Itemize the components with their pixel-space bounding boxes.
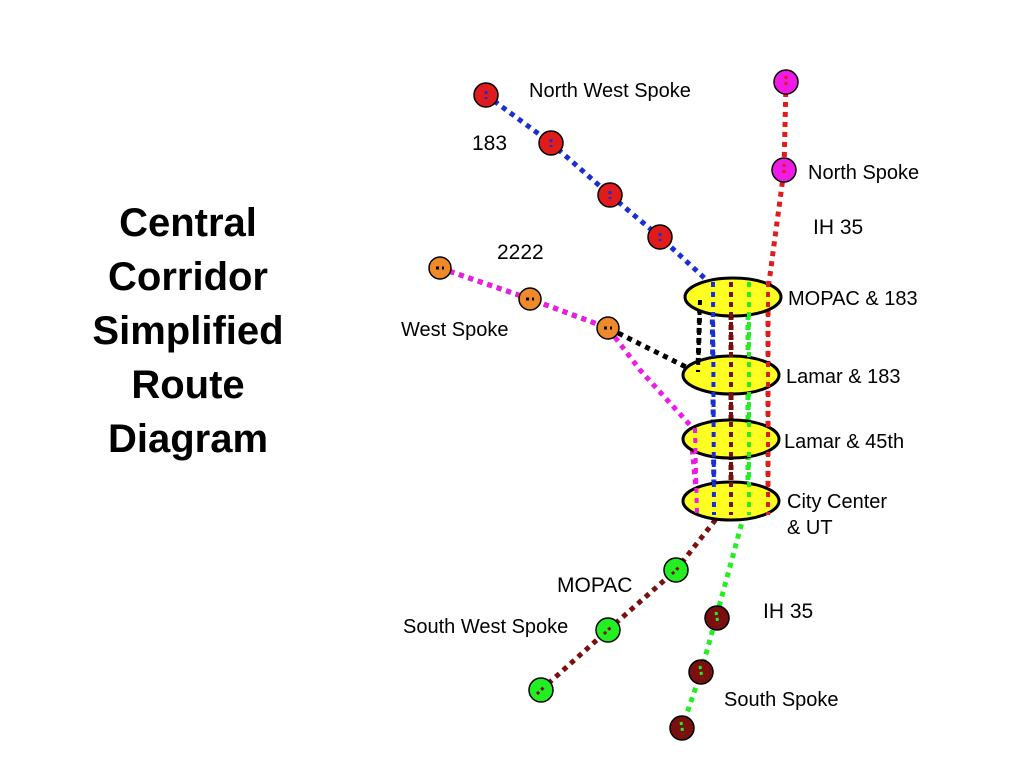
title-line: Diagram bbox=[107, 417, 269, 461]
station-west-2[interactable] bbox=[518, 287, 542, 311]
hub-label-mopac-183: MOPAC & 183 bbox=[788, 288, 918, 310]
line-northwest-blue bbox=[484, 92, 717, 501]
station-southwest-2[interactable] bbox=[595, 617, 621, 643]
title-line: Route bbox=[131, 363, 245, 407]
line-west-magenta bbox=[439, 265, 700, 501]
station-northwest-1[interactable] bbox=[473, 82, 499, 108]
station-west-1[interactable] bbox=[428, 256, 452, 280]
spoke-label-south: South Spoke bbox=[724, 689, 839, 711]
station-northwest-2[interactable] bbox=[538, 130, 564, 156]
hub-label-city-center-ut: & UT bbox=[787, 517, 833, 539]
station-center-mark bbox=[670, 564, 682, 576]
overlay-magenta bbox=[693, 427, 699, 516]
title-line: Central bbox=[119, 201, 257, 245]
spoke-label-southwest: South West Spoke bbox=[403, 616, 568, 638]
overlay-black bbox=[696, 299, 702, 373]
hub-label-lamar-183: Lamar & 183 bbox=[786, 366, 901, 388]
station-center-markers bbox=[436, 76, 788, 735]
stations bbox=[428, 69, 799, 741]
station-northwest-4[interactable] bbox=[647, 224, 673, 250]
title-line: Corridor bbox=[108, 255, 268, 299]
route-label-183: 183 bbox=[472, 132, 507, 155]
station-center-mark bbox=[698, 665, 704, 679]
hub-label-city-center: City Center bbox=[787, 491, 887, 513]
route-label-ih35-south: IH 35 bbox=[763, 600, 813, 623]
hub-label-lamar-45th: Lamar & 45th bbox=[784, 431, 904, 453]
route-label-mopac: MOPAC bbox=[557, 574, 632, 597]
station-southwest-1[interactable] bbox=[663, 557, 689, 583]
overlay-blue bbox=[711, 281, 716, 516]
station-center-mark bbox=[679, 721, 685, 735]
hub-line-overlay bbox=[693, 281, 770, 516]
diagram-title: Central Corridor Simplified Route Diagra… bbox=[60, 196, 316, 466]
station-center-mark bbox=[602, 624, 614, 636]
station-southwest-3[interactable] bbox=[528, 677, 554, 703]
route-label-ih35-north: IH 35 bbox=[813, 216, 863, 239]
station-northwest-3[interactable] bbox=[597, 182, 623, 208]
station-west-3[interactable] bbox=[596, 316, 620, 340]
spoke-label-north: North Spoke bbox=[808, 162, 919, 184]
route-label-2222: 2222 bbox=[497, 241, 544, 264]
spoke-label-northwest: North West Spoke bbox=[529, 80, 691, 102]
station-center-mark bbox=[714, 611, 720, 625]
hub-lamar-45th[interactable] bbox=[681, 418, 781, 460]
station-center-mark bbox=[535, 684, 547, 696]
title-line: Simplified bbox=[92, 309, 284, 353]
spoke-label-west: West Spoke bbox=[401, 319, 508, 341]
